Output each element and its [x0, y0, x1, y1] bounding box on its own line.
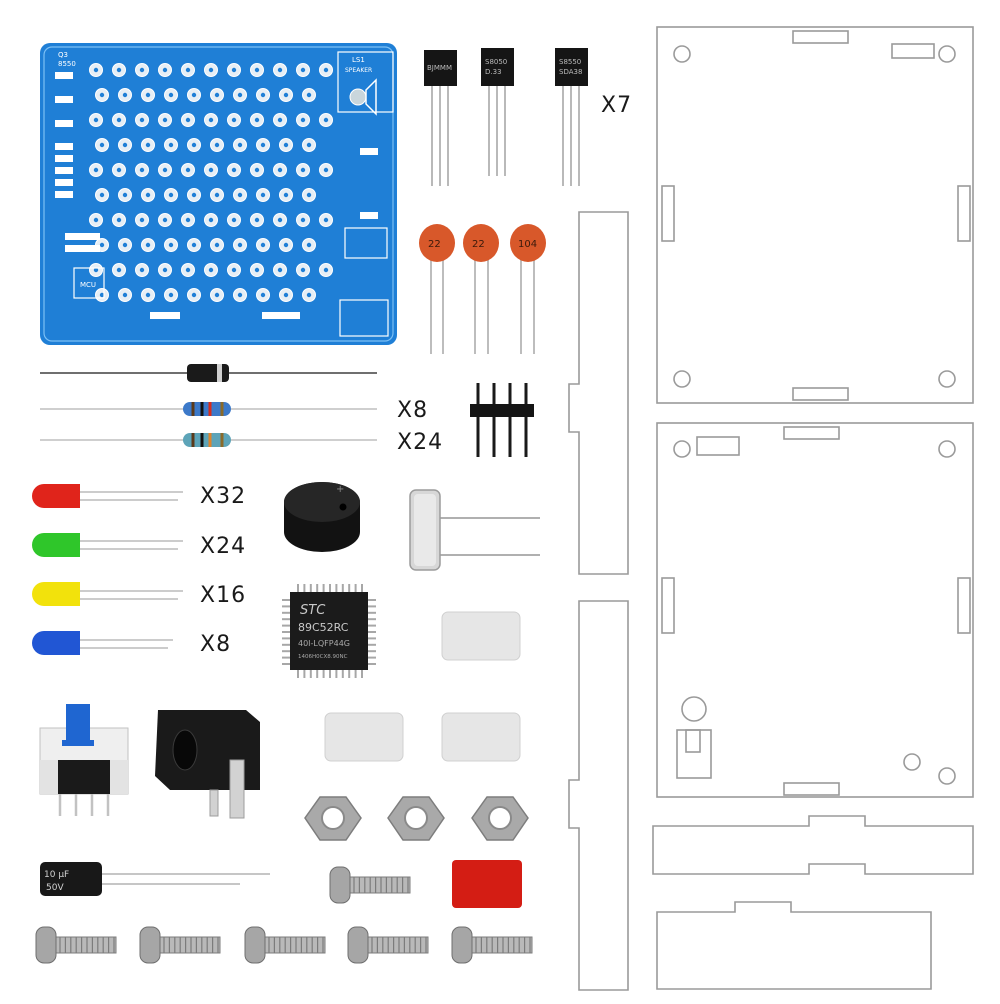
spacer-3: [441, 712, 521, 762]
acrylic-side-panel-4: [656, 901, 932, 990]
led-red-quantity: X32: [200, 484, 247, 509]
transistor-3-marking-2: SDA38: [559, 68, 582, 76]
ceramic-capacitor-1: 22: [419, 224, 455, 354]
led-green-quantity: X24: [200, 534, 247, 559]
ceramic-capacitor-group: 22 22 104: [419, 224, 546, 354]
acrylic-side-panel-2: [568, 600, 629, 991]
led-green: [32, 533, 183, 557]
resistor-blue: [40, 402, 377, 416]
crystal-oscillator: [409, 489, 540, 571]
pcb-speaker-footprint: LS1 SPEAKER: [337, 51, 394, 116]
transistor-group: BJMMM S8050 D.33 S8550 SDA38: [424, 48, 588, 186]
acrylic-bottom-panel: [656, 422, 974, 798]
ceramic-capacitor-1-marking: 22: [428, 239, 441, 250]
pcb-mcu-label: MCU: [80, 281, 96, 289]
transistor-3-marking: S8550: [559, 58, 581, 66]
spacer-1: [441, 611, 521, 661]
electrolytic-capacitor: 10 μF 50V: [40, 862, 270, 896]
ceramic-capacitor-3: 104: [510, 224, 546, 354]
mcu-chip: STC 89C52RC 40I-LQFP44G 1406H0CX8.90NC: [282, 584, 376, 678]
spacer-group: [324, 611, 521, 762]
transistor-3: S8550 SDA38: [555, 48, 588, 186]
screw-group: [35, 866, 533, 964]
led-blue-quantity: X8: [200, 632, 232, 657]
ceramic-capacitor-2: 22: [463, 224, 499, 354]
pcb-mcu-footprint: MCU: [73, 267, 105, 299]
red-cap-part: [452, 860, 522, 908]
transistor-quantity: X7: [601, 93, 633, 118]
screw: [329, 866, 411, 904]
resistor-1-quantity: X8: [397, 398, 429, 423]
led-yellow-quantity: X16: [200, 583, 247, 608]
transistor-2-marking: S8050: [485, 58, 507, 66]
pin-header: [470, 383, 534, 457]
transistor-2-marking-2: D.33: [485, 68, 502, 76]
chip-brand: STC: [300, 603, 326, 618]
dc-power-jack: [155, 710, 260, 819]
screw: [347, 926, 429, 964]
led-yellow: [32, 582, 183, 606]
pcb-q3-value: 8550: [58, 60, 76, 68]
screw: [451, 926, 533, 964]
buzzer: +: [284, 482, 360, 552]
acrylic-side-panel-1: [568, 211, 629, 575]
acrylic-top-panel: [656, 26, 974, 404]
nut-1: [304, 796, 362, 841]
chip-package: 40I-LQFP44G: [298, 639, 350, 648]
svg-text:+: +: [336, 484, 344, 495]
diode: [40, 364, 377, 382]
acrylic-case-group: [568, 26, 974, 991]
pcb-board: LS1 SPEAKER Q3 8550 MCU: [40, 43, 397, 345]
led-blue: [32, 631, 173, 655]
nut-2: [387, 796, 445, 841]
screw: [35, 926, 117, 964]
transistor-1: BJMMM: [424, 50, 457, 186]
pcb-speaker-label: LS1: [352, 56, 365, 64]
pcb-q3-label: Q3: [58, 51, 68, 59]
electrolytic-marking-2: 50V: [46, 883, 64, 893]
pcb-power-footprint: [339, 299, 389, 337]
spacer-2: [324, 712, 404, 762]
resistor-2-quantity: X24: [397, 430, 444, 455]
screw: [244, 926, 326, 964]
chip-lot: 1406H0CX8.90NC: [298, 654, 348, 660]
chip-model: 89C52RC: [298, 621, 349, 634]
transistor-1-marking: BJMMM: [427, 64, 452, 72]
led-red: [32, 484, 183, 508]
pcb-led-pads: [89, 63, 333, 302]
ceramic-capacitor-2-marking: 22: [472, 239, 485, 250]
electrolytic-marking-1: 10 μF: [44, 870, 69, 880]
transistor-2: S8050 D.33: [481, 48, 514, 176]
screw: [139, 926, 221, 964]
ceramic-capacitor-3-marking: 104: [518, 239, 537, 250]
nut-group: [304, 796, 529, 841]
resistor-teal: [40, 433, 377, 447]
nut-3: [471, 796, 529, 841]
push-button-switch: [39, 704, 129, 816]
pcb-resistor-pads: [55, 72, 378, 319]
pcb-speaker-sub: SPEAKER: [345, 67, 372, 74]
acrylic-side-panel-3: [652, 815, 974, 875]
pcb-switch-footprint: [344, 227, 388, 259]
